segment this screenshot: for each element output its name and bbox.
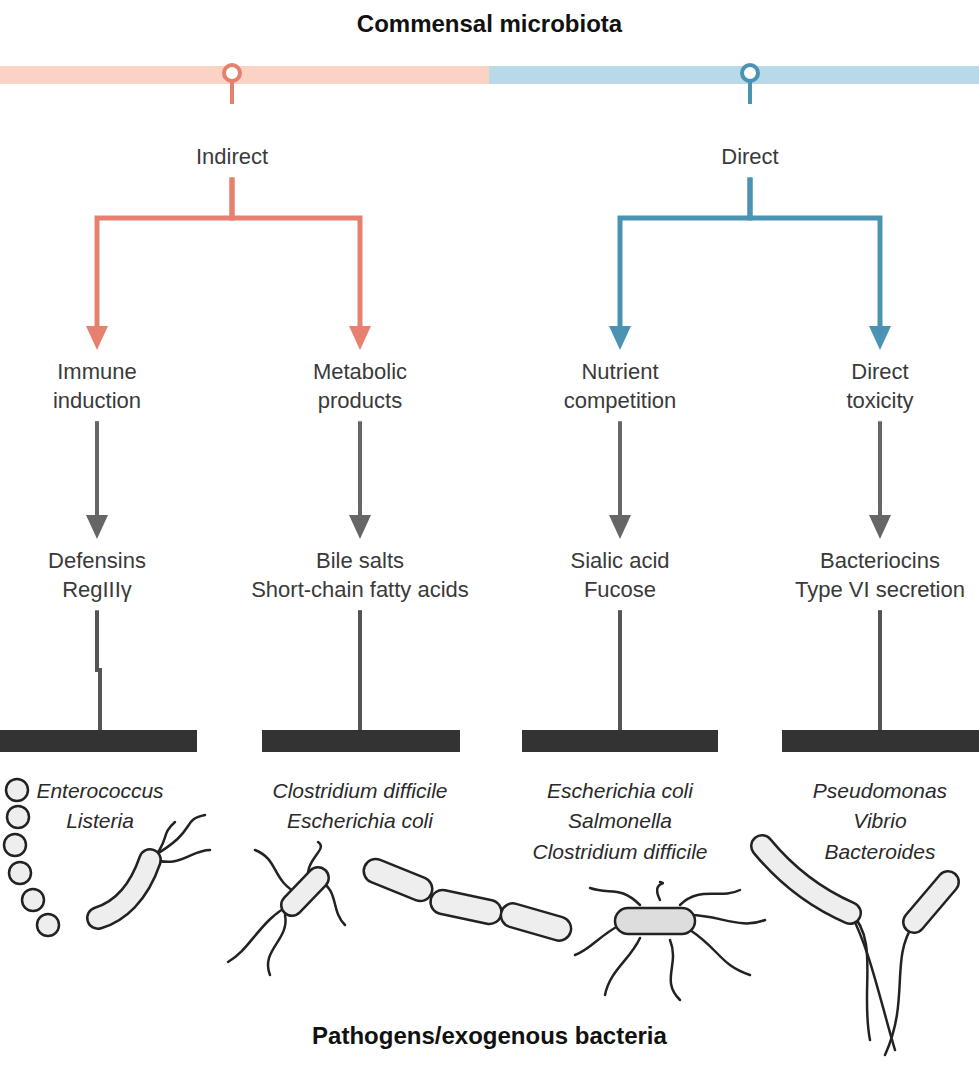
effector-list: BacteriocinsType VI secretion [795,547,965,604]
pathogen-list: Clostridium difficileEscherichia coli [272,776,447,837]
connector [609,421,631,539]
vibrio-rod [885,882,948,1055]
node-text: Listeria [36,806,163,836]
node-text: Bile salts [251,547,469,576]
connector [349,421,371,539]
connector-line [97,178,232,328]
node-text: Clostridium difficile [532,837,707,867]
node-text: Indirect [196,143,268,172]
connector-line [97,610,100,730]
node-text: Fucose [570,576,669,605]
branch-label: Indirect [196,143,268,172]
node-text: Vibrio [813,806,947,836]
inhibition-bars [0,730,979,752]
connector [359,610,360,730]
enterococcus-chain [4,779,59,936]
connector-line [878,610,882,730]
connector-line [232,178,360,328]
salmonella-rod [575,882,765,1000]
node-text: Direct [721,143,778,172]
node-text: Defensins [48,547,146,576]
effector-list: Bile saltsShort-chain fatty acids [251,547,469,604]
node-text: Direct toxicity [818,358,943,415]
diagram-title: Commensal microbiota [0,10,979,38]
arrowhead [869,326,891,350]
mechanism-label: Metabolic products [295,358,425,415]
node-text: Type VI secretion [795,576,965,605]
connector-line [618,610,622,730]
node-text: RegIIIγ [48,576,146,605]
connector [86,421,108,539]
mechanism-label: Immune induction [35,358,160,415]
node-text: Nutrient competition [550,358,690,415]
effector-list: DefensinsRegIIIγ [48,547,146,604]
pathogen-list: EnterococcusListeria [36,776,163,837]
indirect-band [0,66,489,84]
indirect-stem [230,82,234,104]
connector [97,610,100,730]
connector-line [750,178,880,328]
connector-line [620,178,750,328]
mechanism-label: Direct toxicity [818,358,943,415]
node-text: Pseudomonas [813,776,947,806]
connector [869,421,891,539]
node-text: Bacteroides [813,837,947,867]
node-text: Sialic acid [570,547,669,576]
connector-line [618,421,622,517]
pseudomonas-rod [762,846,895,1050]
node-text: Bacteriocins [795,547,965,576]
node-text: Metabolic products [295,358,425,415]
connector-line [878,421,882,517]
arrowhead [86,326,108,350]
node-text: Escherichia coli [532,776,707,806]
node-text: Immune induction [35,358,160,415]
node-text: Escherichia coli [272,806,447,836]
arrowhead [609,515,631,539]
connector-line [358,610,362,730]
bacteria [4,779,948,1055]
direct-stem [748,82,752,104]
direct-ring [742,65,758,81]
pathogen-list: PseudomonasVibrioBacteroides [813,776,947,867]
clostridium-rod [228,842,345,975]
connector [609,178,750,350]
node-text: Enterococcus [36,776,163,806]
mechanism-label: Nutrient competition [550,358,690,415]
connector [619,610,620,730]
connector-line [358,421,362,517]
node-text: Clostridium difficile [272,776,447,806]
node-text: Short-chain fatty acids [251,576,469,605]
arrowhead [349,326,371,350]
diagram-caption: Pathogens/exogenous bacteria [0,1022,979,1050]
escherichia-chain [360,855,574,943]
direct-band [489,66,979,84]
arrowhead [609,326,631,350]
indirect-ring [224,65,240,81]
arrowhead [86,515,108,539]
arrowhead [869,515,891,539]
connector [879,610,880,730]
connector-line [95,421,99,517]
connector [86,178,232,350]
arrowhead [349,515,371,539]
connector [750,178,891,350]
effector-list: Sialic acidFucose [570,547,669,604]
connector [232,178,371,350]
node-text: Salmonella [532,806,707,836]
branch-label: Direct [721,143,778,172]
pathogen-list: Escherichia coliSalmonellaClostridium di… [532,776,707,867]
